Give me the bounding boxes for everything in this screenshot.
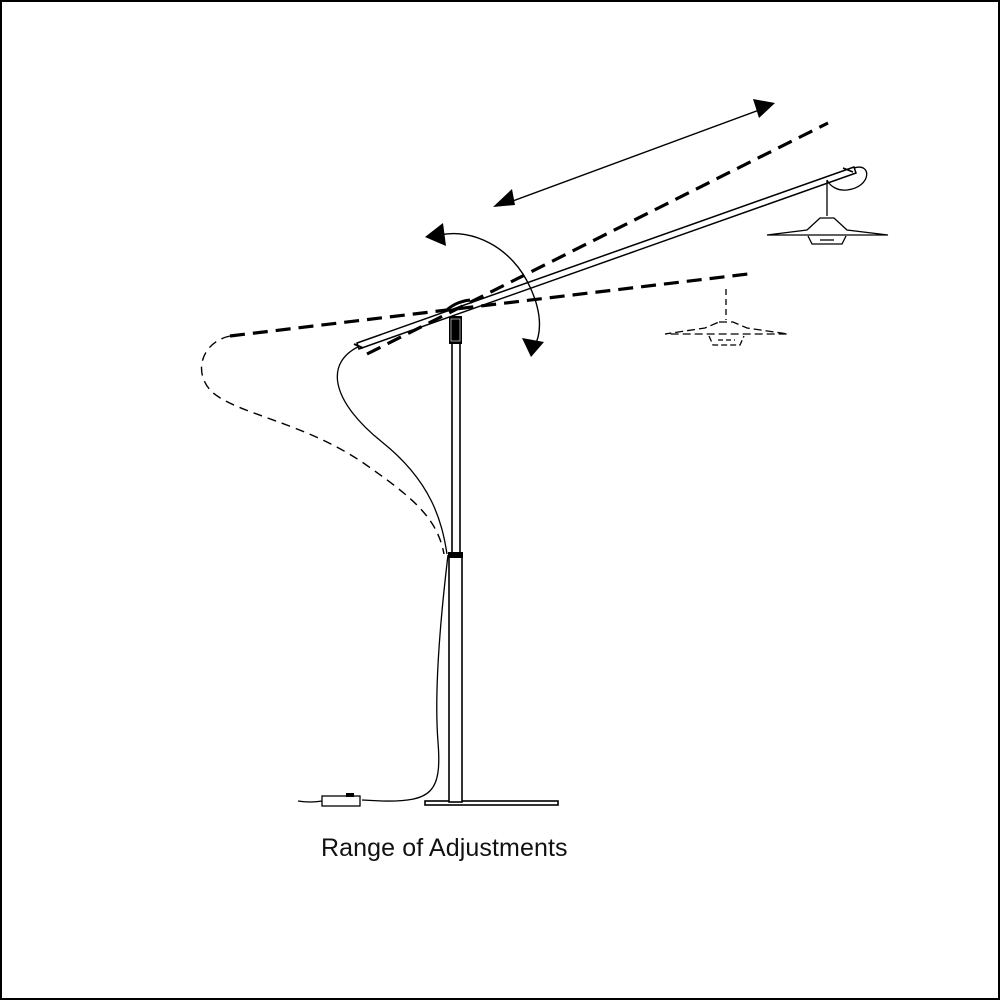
diagram-caption: Range of Adjustments — [321, 834, 568, 862]
alternate-cord — [200, 335, 445, 555]
extension-arrow — [493, 99, 775, 207]
rotation-arrow — [425, 223, 544, 357]
power-cord — [297, 554, 449, 807]
lamp-shade — [766, 180, 889, 245]
arm-cord — [336, 344, 448, 555]
lamp-base — [424, 800, 559, 806]
boom-arm — [353, 166, 868, 350]
lamp-stand — [441, 298, 471, 803]
alternate-lamp-shade — [664, 289, 789, 346]
alternate-arm-positions — [229, 121, 829, 356]
